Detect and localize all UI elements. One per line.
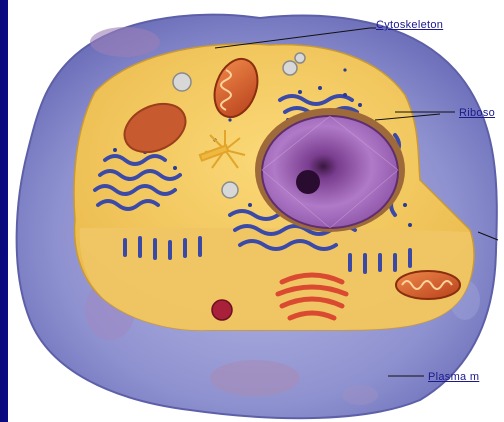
mitochondrion [396,271,460,299]
nucleolus [296,170,320,194]
lysosome [212,300,232,320]
label-plasma-membrane: Plasma m [428,371,479,383]
membrane-vesicle [210,360,300,396]
label-cytoskeleton: Cytoskeleton [376,19,443,31]
label-ribosomes: Riboso [459,107,495,119]
membrane-vesicle [342,385,378,405]
nucleus [255,108,405,232]
membrane-vesicle [90,27,160,57]
